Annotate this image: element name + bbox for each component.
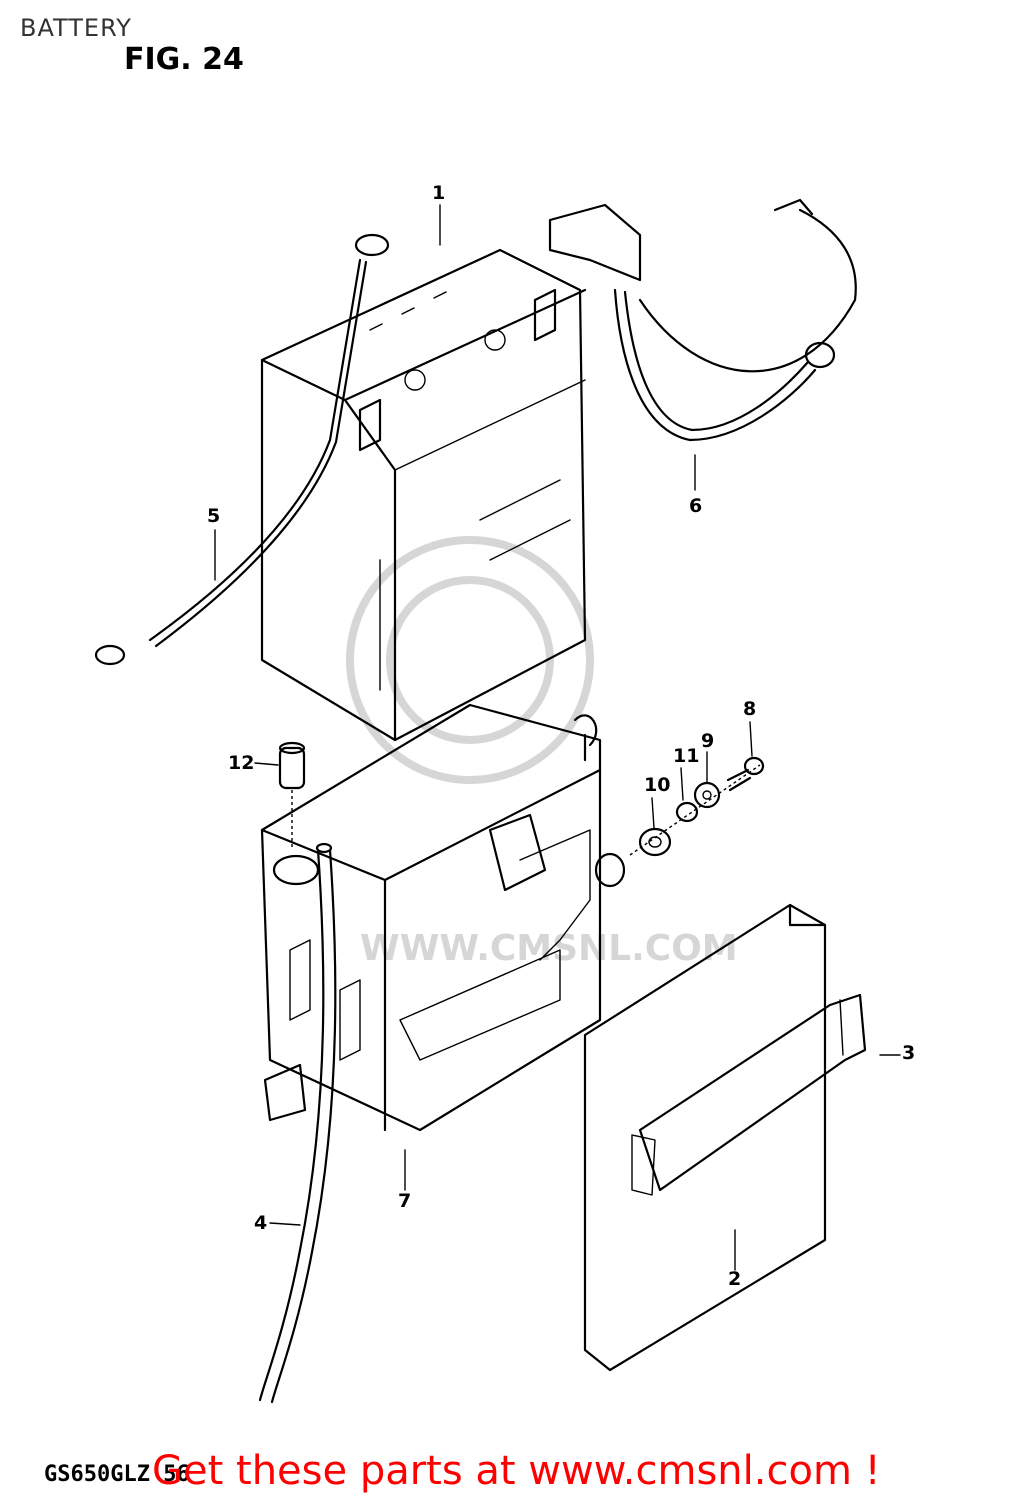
cap [278, 741, 306, 850]
model-code: GS650GLZ 56 [44, 1462, 190, 1487]
battery-case [260, 703, 626, 1132]
cover-and-strap [583, 903, 867, 1372]
label-bolt: 8 [743, 698, 757, 720]
label-strap: 3 [902, 1042, 916, 1064]
label-washer: 9 [701, 730, 715, 752]
fasteners [629, 756, 765, 857]
label-cable-5: 5 [207, 505, 221, 527]
label-battery: 1 [432, 182, 446, 204]
leader-lines [214, 204, 901, 1271]
label-spacer: 11 [673, 745, 700, 767]
cable-6 [548, 198, 857, 442]
figure-title: FIG. 24 [124, 42, 244, 77]
battery [260, 248, 587, 742]
label-cover: 2 [728, 1268, 742, 1290]
watermark-text: WWW.CMSNL.COM [360, 928, 738, 969]
watermark-logo: WWW.CMSNL.COM [346, 536, 738, 969]
label-breather-hose: 4 [254, 1212, 268, 1234]
label-cable-6: 6 [689, 495, 703, 517]
breather-hose [258, 842, 337, 1404]
label-cap: 12 [228, 752, 255, 774]
label-battery-case: 7 [398, 1190, 412, 1212]
promo-link[interactable]: Get these parts at www.cmsnl.com ! [152, 1448, 881, 1494]
section-title: BATTERY [20, 14, 132, 42]
cable-5 [94, 233, 390, 666]
label-cushion: 10 [644, 774, 671, 796]
